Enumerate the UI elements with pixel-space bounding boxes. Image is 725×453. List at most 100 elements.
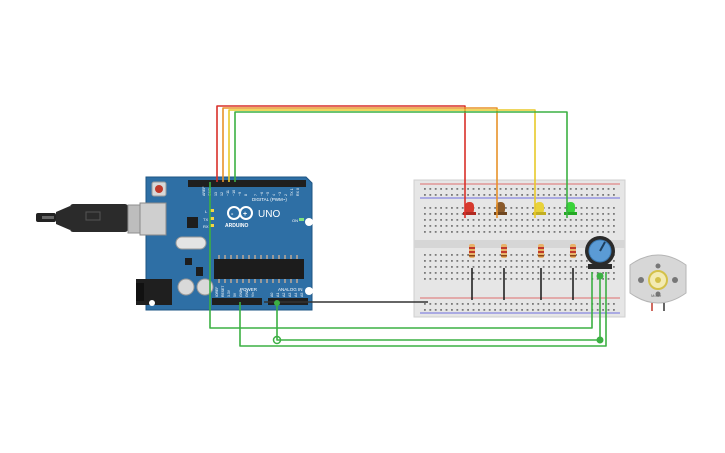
breadboard-hole[interactable]: [596, 303, 599, 305]
breadboard-hole[interactable]: [564, 309, 567, 311]
breadboard-hole[interactable]: [542, 272, 545, 274]
breadboard-hole[interactable]: [499, 194, 502, 196]
breadboard-hole[interactable]: [591, 225, 594, 227]
breadboard-hole[interactable]: [613, 194, 615, 196]
breadboard-hole[interactable]: [472, 309, 475, 311]
breadboard-hole[interactable]: [478, 231, 480, 233]
breadboard-hole[interactable]: [515, 309, 518, 311]
breadboard-hole[interactable]: [488, 231, 491, 233]
breadboard-hole[interactable]: [467, 194, 469, 196]
breadboard-hole[interactable]: [559, 309, 561, 311]
breadboard-hole[interactable]: [564, 303, 567, 305]
breadboard-hole[interactable]: [456, 266, 459, 268]
breadboard-hole[interactable]: [494, 188, 496, 190]
breadboard-hole[interactable]: [569, 194, 572, 196]
breadboard-hole[interactable]: [494, 260, 496, 262]
breadboard-hole[interactable]: [607, 278, 610, 280]
breadboard-hole[interactable]: [494, 303, 496, 305]
breadboard-hole[interactable]: [440, 219, 442, 221]
breadboard-hole[interactable]: [505, 260, 507, 262]
breadboard-hole[interactable]: [510, 266, 513, 268]
wire-green-5v[interactable]: [209, 182, 593, 329]
breadboard-hole[interactable]: [445, 194, 448, 196]
breadboard-hole[interactable]: [515, 213, 518, 215]
breadboard-hole[interactable]: [553, 225, 556, 227]
breadboard-hole[interactable]: [478, 309, 480, 311]
breadboard-hole[interactable]: [434, 303, 437, 305]
breadboard-hole[interactable]: [559, 254, 561, 256]
breadboard-hole[interactable]: [532, 213, 534, 215]
breadboard-hole[interactable]: [499, 303, 502, 305]
breadboard-hole[interactable]: [553, 188, 556, 190]
breadboard-hole[interactable]: [607, 225, 610, 227]
breadboard-hole[interactable]: [591, 207, 594, 209]
breadboard-hole[interactable]: [461, 188, 464, 190]
breadboard-hole[interactable]: [456, 231, 459, 233]
breadboard-hole[interactable]: [424, 207, 426, 209]
breadboard-hole[interactable]: [451, 188, 453, 190]
breadboard-hole[interactable]: [510, 213, 513, 215]
breadboard-hole[interactable]: [559, 225, 561, 227]
wire-green-gnd[interactable]: [239, 272, 607, 347]
breadboard-hole[interactable]: [553, 278, 556, 280]
breadboard-hole[interactable]: [559, 219, 561, 221]
breadboard-hole[interactable]: [429, 309, 432, 311]
breadboard-hole[interactable]: [478, 260, 480, 262]
breadboard-hole[interactable]: [564, 254, 567, 256]
breadboard-hole[interactable]: [467, 188, 469, 190]
breadboard-hole[interactable]: [613, 225, 615, 227]
breadboard-hole[interactable]: [559, 207, 561, 209]
breadboard-hole[interactable]: [456, 272, 459, 274]
breadboard-hole[interactable]: [424, 213, 426, 215]
breadboard-hole[interactable]: [472, 188, 475, 190]
breadboard-hole[interactable]: [526, 188, 529, 190]
breadboard-hole[interactable]: [494, 309, 496, 311]
breadboard-hole[interactable]: [526, 213, 529, 215]
breadboard-hole[interactable]: [553, 207, 556, 209]
breadboard-hole[interactable]: [467, 219, 469, 221]
breadboard-hole[interactable]: [429, 231, 432, 233]
breadboard-hole[interactable]: [424, 194, 426, 196]
breadboard-hole[interactable]: [510, 254, 513, 256]
breadboard-hole[interactable]: [483, 309, 486, 311]
breadboard-hole[interactable]: [526, 278, 529, 280]
breadboard-hole[interactable]: [467, 278, 469, 280]
breadboard-hole[interactable]: [532, 225, 534, 227]
breadboard-hole[interactable]: [575, 266, 577, 268]
breadboard-hole[interactable]: [424, 272, 426, 274]
breadboard-hole[interactable]: [580, 260, 583, 262]
breadboard-hole[interactable]: [472, 272, 475, 274]
breadboard-hole[interactable]: [505, 231, 507, 233]
breadboard-hole[interactable]: [564, 188, 567, 190]
breadboard-hole[interactable]: [580, 278, 583, 280]
breadboard-hole[interactable]: [515, 207, 518, 209]
breadboard-hole[interactable]: [607, 231, 610, 233]
breadboard-hole[interactable]: [429, 272, 432, 274]
breadboard-hole[interactable]: [429, 254, 432, 256]
breadboard-hole[interactable]: [451, 254, 453, 256]
breadboard-hole[interactable]: [434, 213, 437, 215]
breadboard-hole[interactable]: [521, 278, 523, 280]
breadboard-hole[interactable]: [494, 272, 496, 274]
breadboard-hole[interactable]: [559, 188, 561, 190]
breadboard-hole[interactable]: [613, 303, 615, 305]
breadboard-hole[interactable]: [499, 188, 502, 190]
breadboard-hole[interactable]: [607, 272, 610, 274]
breadboard-hole[interactable]: [456, 213, 459, 215]
breadboard-hole[interactable]: [575, 303, 577, 305]
breadboard-hole[interactable]: [532, 303, 534, 305]
breadboard-hole[interactable]: [424, 278, 426, 280]
breadboard-hole[interactable]: [586, 303, 588, 305]
breadboard-hole[interactable]: [467, 266, 469, 268]
wire-green-a0[interactable]: [276, 278, 601, 341]
breadboard-hole[interactable]: [537, 194, 540, 196]
breadboard-hole[interactable]: [537, 309, 540, 311]
breadboard-hole[interactable]: [478, 213, 480, 215]
breadboard-hole[interactable]: [499, 254, 502, 256]
breadboard-hole[interactable]: [569, 278, 572, 280]
breadboard-hole[interactable]: [532, 309, 534, 311]
breadboard-hole[interactable]: [467, 303, 469, 305]
breadboard-hole[interactable]: [526, 260, 529, 262]
breadboard-hole[interactable]: [440, 213, 442, 215]
breadboard-hole[interactable]: [451, 225, 453, 227]
